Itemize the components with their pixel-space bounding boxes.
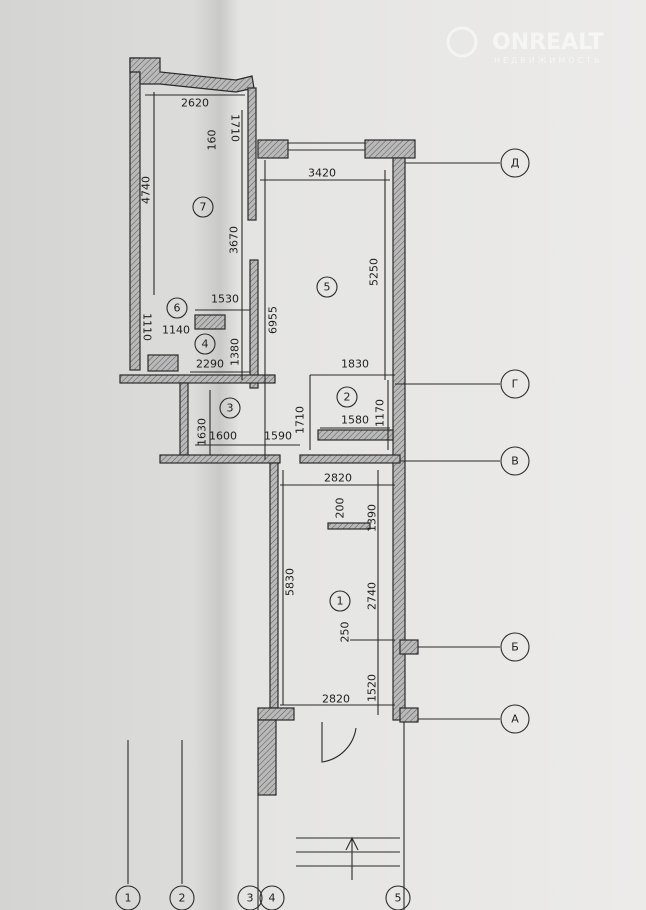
dim-label: 1630 xyxy=(196,418,209,446)
dim-label: 5830 xyxy=(284,568,297,596)
dim-label: 5250 xyxy=(368,258,381,286)
watermark-brand: ONREALT xyxy=(492,30,604,55)
walls xyxy=(119,57,419,796)
dimension-labels: 2620 1710 160 4740 3670 3420 5250 6955 1… xyxy=(140,97,387,706)
room-7: 7 xyxy=(200,201,207,214)
room-4: 4 xyxy=(202,338,209,351)
dim-label: 6955 xyxy=(267,306,280,334)
dim-label: 1390 xyxy=(366,504,379,532)
axis-label-4: 4 xyxy=(269,892,276,905)
dim-label: 1140 xyxy=(162,324,190,337)
dim-label: 2740 xyxy=(366,582,379,610)
dim-label: 250 xyxy=(339,622,352,643)
room-1: 1 xyxy=(337,595,344,608)
room-2: 2 xyxy=(344,391,351,404)
axis-label-a: А xyxy=(511,713,519,726)
dim-label: 3420 xyxy=(308,167,336,180)
dim-label: 160 xyxy=(206,130,219,151)
axis-lines xyxy=(127,162,500,884)
dimension-lines xyxy=(145,92,395,715)
dim-label: 1710 xyxy=(294,406,307,434)
axis-label-5: 5 xyxy=(395,892,402,905)
axis-label-b: Б xyxy=(511,641,519,654)
dim-label: 1530 xyxy=(211,293,239,306)
dim-label: 4740 xyxy=(140,176,153,204)
dim-label: 1600 xyxy=(209,430,237,443)
room-6: 6 xyxy=(174,302,181,315)
room-3: 3 xyxy=(227,402,234,415)
axis-label-3: 3 xyxy=(247,892,254,905)
dim-label: 1170 xyxy=(374,399,387,427)
dim-label: 1710 xyxy=(229,114,242,142)
axis-label-g: Г xyxy=(512,378,519,391)
dim-label: 200 xyxy=(334,498,347,519)
dim-label: 2820 xyxy=(324,472,352,485)
axis-label-v: В xyxy=(511,455,519,468)
room-numbers: 7 5 6 4 3 2 1 xyxy=(166,196,358,612)
row-axis-markers: Д Г В Б А xyxy=(500,148,530,734)
dim-label: 1380 xyxy=(229,338,242,366)
watermark-subtitle: НЕДВИЖИМОСТЬ xyxy=(494,56,603,65)
dim-label: 1830 xyxy=(341,358,369,371)
dim-label: 1520 xyxy=(366,674,379,702)
dim-label: 1580 xyxy=(341,414,369,427)
dim-label: 3670 xyxy=(228,226,241,254)
dim-label: 2820 xyxy=(322,693,350,706)
dim-label: 1590 xyxy=(264,430,292,443)
column-axis-markers: 1 2 3 4 5 xyxy=(115,885,411,910)
axis-label-d: Д xyxy=(511,157,520,170)
openings xyxy=(257,142,405,910)
room-5: 5 xyxy=(324,281,331,294)
dim-label: 1110 xyxy=(141,313,154,341)
axis-label-2: 2 xyxy=(179,892,186,905)
dim-label: 2290 xyxy=(196,358,224,371)
dim-label: 2620 xyxy=(181,97,209,110)
axis-label-1: 1 xyxy=(125,892,132,905)
watermark-logo: ONREALT НЕДВИЖИМОСТЬ xyxy=(446,26,604,65)
